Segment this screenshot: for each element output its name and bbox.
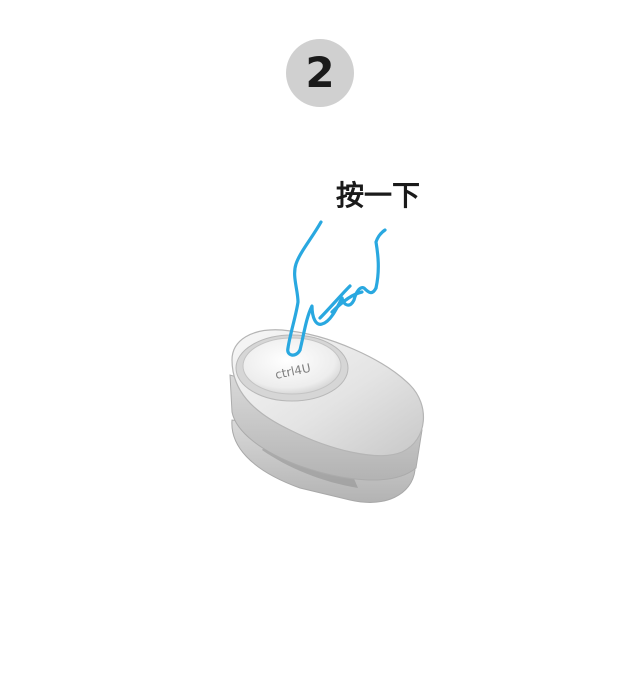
step-number-badge: 2 (286, 39, 354, 107)
instruction-text: 按一下 (336, 179, 421, 212)
smart-button-device: ctrl4U (229, 329, 424, 503)
pointing-hand-icon (286, 220, 387, 357)
step-number-text: 2 (305, 48, 335, 97)
device-button-face (242, 337, 342, 395)
